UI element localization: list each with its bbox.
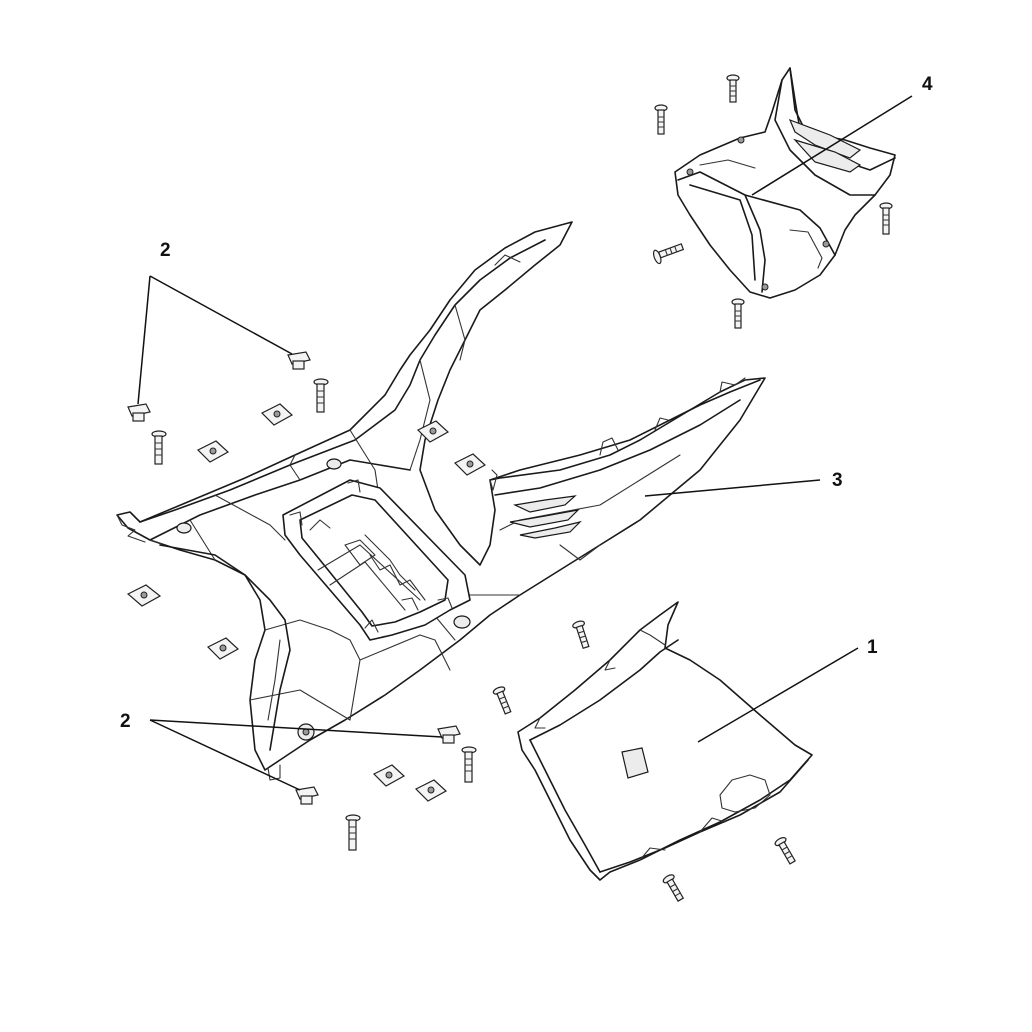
screws <box>151 74 893 902</box>
screw-icon <box>151 430 167 465</box>
callout-label-2-bottom: 2 <box>120 711 131 732</box>
screw-icon <box>879 202 893 235</box>
push-clips <box>127 351 461 805</box>
screw-icon <box>345 814 361 851</box>
screw-icon <box>461 746 477 783</box>
rear-cover-part-4 <box>674 67 896 299</box>
screw-icon <box>731 298 745 329</box>
clip-nut-icon <box>372 764 406 787</box>
screw-icon <box>726 74 740 103</box>
clip-icon <box>287 351 311 370</box>
screw-icon <box>774 837 796 865</box>
screw-icon <box>313 378 329 413</box>
clip-icon <box>437 725 461 744</box>
screw-icon <box>572 620 590 650</box>
speed-nuts <box>126 403 487 802</box>
clip-nut-icon <box>453 453 487 476</box>
screw-icon <box>654 104 668 135</box>
screw-icon <box>652 243 685 265</box>
under-cover-part-1 <box>517 601 813 881</box>
screw-icon <box>662 874 685 902</box>
floor-panel-part-3 <box>116 221 766 781</box>
clip-nut-icon <box>260 403 294 426</box>
leader-lines <box>137 95 913 791</box>
callout-label-1: 1 <box>867 637 878 658</box>
clip-icon <box>295 786 319 805</box>
clip-icon <box>127 403 151 422</box>
clip-nut-icon <box>196 440 230 463</box>
callout-label-4: 4 <box>922 74 933 95</box>
clip-nut-icon <box>206 637 240 660</box>
callout-label-2-top: 2 <box>160 240 171 261</box>
clip-nut-icon <box>416 420 450 443</box>
clip-nut-icon <box>414 779 448 802</box>
clip-nut-icon <box>126 584 162 607</box>
screw-icon <box>492 686 512 715</box>
callout-label-3: 3 <box>832 470 843 491</box>
